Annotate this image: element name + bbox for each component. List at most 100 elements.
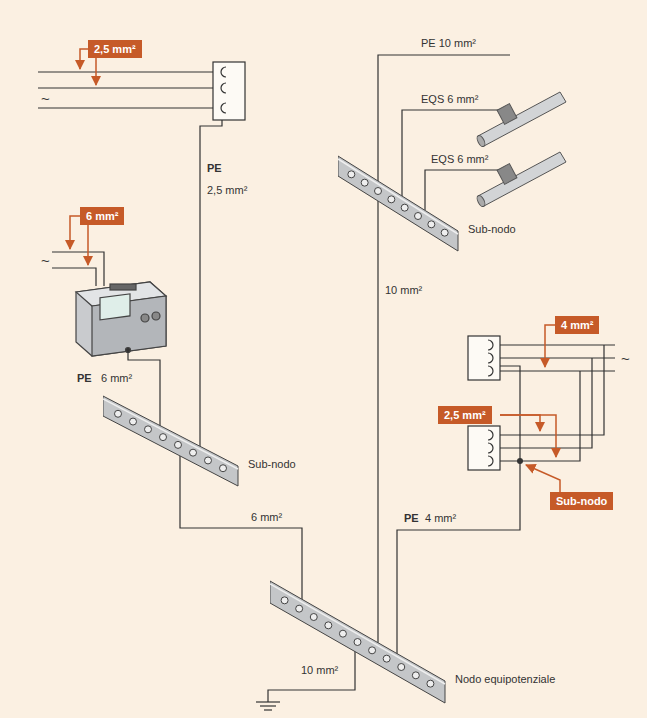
terminal-screw [339, 630, 346, 637]
wire-size-label: PE [76, 372, 93, 385]
bonding-conductor [180, 456, 302, 599]
size-callout: 4 mm² [555, 316, 599, 334]
callout-leader [87, 225, 89, 265]
terminal-screw [428, 221, 435, 228]
socket-outlet [213, 62, 245, 120]
metal-pipe [478, 92, 566, 146]
supply-wires [38, 107, 214, 108]
terminal-bar: Nodo equipotenziale [270, 575, 559, 707]
supply-wires [500, 344, 615, 345]
earth-wire [256, 701, 280, 702]
terminal-bar: Sub-nodo [338, 150, 520, 255]
callout-text: Sub-nodo [556, 494, 607, 508]
wire-size-label: EQS 6 mm² [420, 93, 479, 106]
wire-size-label: 4 mm² [424, 512, 457, 525]
terminal-screw [310, 614, 317, 621]
callout-leader [500, 325, 560, 492]
socket-outlet [213, 62, 245, 120]
terminal-screw [145, 426, 152, 433]
supply-wires [500, 370, 615, 371]
metal-pipe [497, 104, 517, 125]
bar-label: Nodo equipotenziale [455, 673, 555, 686]
socket-outlet [488, 430, 493, 440]
bonding-conductor [377, 201, 378, 643]
terminal-screw [115, 410, 122, 417]
terminal-screw [220, 465, 227, 472]
terminal-screw [369, 647, 376, 654]
terminal-screw [427, 680, 434, 687]
conductor-size-label: 6 mm² [250, 511, 283, 524]
eqs-wire [402, 110, 506, 196]
callout-leader [500, 415, 540, 431]
supply-wires [500, 358, 592, 448]
size-callout: 2,5 mm² [438, 406, 492, 424]
wire-size-label: 6 mm² [100, 372, 133, 385]
wire-size-label: 10 mm² [300, 664, 339, 677]
terminal-screw [383, 655, 390, 662]
callout-text: 4 mm² [561, 318, 593, 332]
medical-device [110, 284, 136, 290]
medical-device [100, 294, 130, 320]
socket-outlet [221, 67, 226, 77]
wire-size-label: EQS 6 mm² [430, 153, 489, 166]
socket-outlet [488, 456, 493, 466]
terminal-screw [296, 605, 303, 612]
metal-pipe [476, 92, 566, 208]
supply-wires [500, 371, 580, 461]
bar-label: Sub-nodo [468, 223, 516, 236]
callout-leader [545, 325, 555, 367]
socket-outlet [488, 340, 493, 350]
callout-text: 2,5 mm² [94, 42, 136, 56]
callout-leader [80, 49, 88, 69]
terminal-screw [130, 418, 137, 425]
terminal-screw [412, 672, 419, 679]
wire-size-label: PE [403, 512, 420, 525]
earth-wire [268, 651, 355, 702]
terminal-screw [325, 622, 332, 629]
bar-body [338, 156, 458, 251]
terminal-screw [415, 213, 422, 220]
supply-wires [500, 345, 615, 461]
socket-outlet [468, 336, 500, 470]
metal-pipe [476, 134, 487, 147]
supply-wires [52, 252, 104, 286]
ac-symbol: ~ [620, 352, 631, 365]
callout-leader [70, 216, 80, 249]
terminal-screw [398, 664, 405, 671]
callout-leader [526, 465, 560, 492]
callout-text: 6 mm² [86, 209, 118, 223]
size-callout: Sub-nodo [550, 492, 613, 510]
earth-wire [264, 709, 272, 710]
ac-symbol: ~ [40, 254, 51, 267]
callout-text: 2,5 mm² [444, 408, 486, 422]
terminal-screw [361, 179, 368, 186]
bar-body [270, 581, 445, 703]
wire-size-label: PE 10 mm² [420, 37, 477, 50]
earth-wire [256, 651, 355, 710]
earth-wire [260, 705, 276, 706]
terminal-screw [375, 188, 382, 195]
terminal-bar: Sub-nodo [103, 390, 300, 490]
bar-highlight [338, 159, 458, 234]
pe-wire [200, 120, 222, 446]
socket-outlet [488, 366, 493, 376]
pe-wire [397, 366, 520, 654]
size-callout: 2,5 mm² [88, 40, 142, 58]
medical-device [141, 314, 149, 322]
socket-outlet [488, 353, 493, 363]
socket-outlet [221, 83, 226, 93]
pe-wire [378, 55, 510, 181]
terminal-screw [388, 196, 395, 203]
socket-outlet [221, 103, 226, 113]
metal-pipe [497, 164, 517, 185]
medical-device [76, 282, 166, 356]
terminal-screw [348, 171, 355, 178]
supply-wires [52, 252, 104, 286]
wire-size-label: PE [206, 162, 223, 175]
ac-symbol: ~ [40, 92, 51, 105]
metal-pipe [478, 152, 566, 206]
pe-wire [397, 366, 520, 654]
terminal-screw [354, 639, 361, 646]
